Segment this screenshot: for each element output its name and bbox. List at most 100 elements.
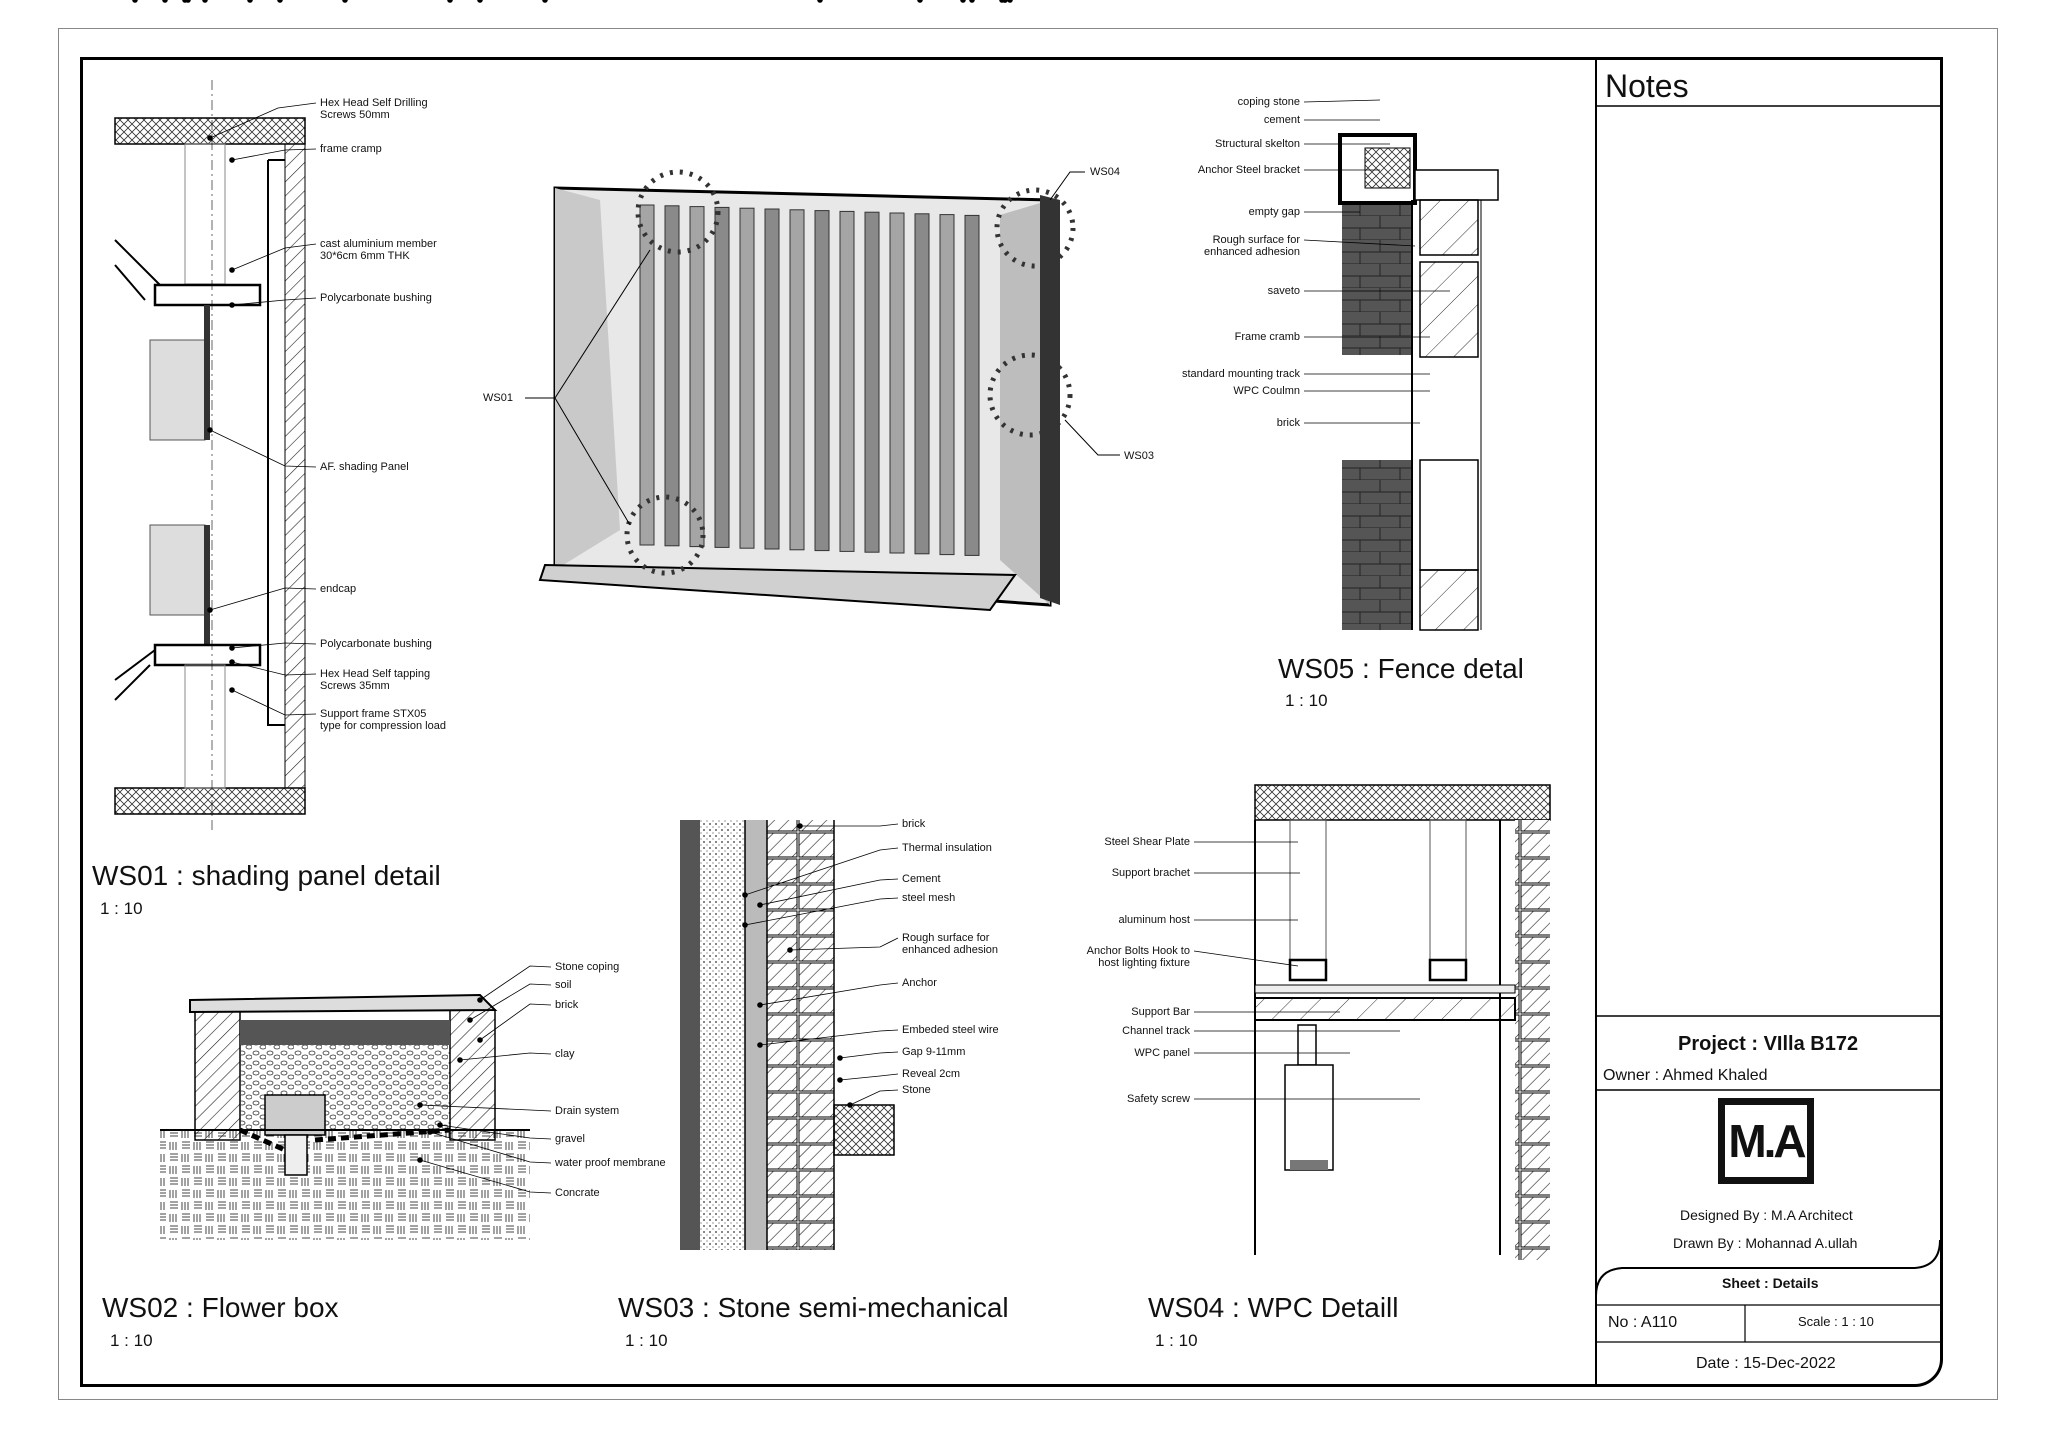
ws01-label: frame cramp [320, 143, 382, 155]
ws03-label: Stone [902, 1084, 931, 1096]
leader-lines [132, 0, 1450, 1194]
ws01-title: WS01 : shading panel detail [92, 860, 441, 891]
ws05-label: Anchor Steel bracket [1197, 164, 1300, 176]
leader-dot [447, 0, 453, 3]
ws04-label: aluminum host [1118, 914, 1190, 926]
ws02-flower-box-drawing [160, 993, 530, 1240]
louvre-blade [664, 205, 680, 547]
louvre-blade [839, 210, 855, 552]
leader-dot [757, 1002, 763, 1008]
leader-line [231, 243, 317, 271]
leader-dot [247, 0, 253, 3]
ws05-label: Frame cramb [1234, 331, 1300, 343]
sheet-number: No : A110 [1608, 1314, 1678, 1331]
leader-dot [787, 947, 793, 953]
louvre-blade [964, 214, 980, 556]
ws01-label: endcap [320, 583, 357, 595]
ws03-scale: 1 : 10 [625, 1331, 668, 1350]
leader-dot [207, 607, 213, 613]
owner-name: Owner : Ahmed Khaled [1603, 1067, 1768, 1084]
ws01-scale: 1 : 10 [100, 899, 143, 918]
leader-dot [477, 0, 483, 3]
louvre-blade [689, 206, 705, 548]
drawing-frame [80, 57, 1943, 1387]
leader-line [789, 937, 899, 951]
leader-line [744, 897, 899, 926]
ws05-label: saveto [1267, 285, 1300, 297]
ws03-title: WS03 : Stone semi-mechanical [618, 1292, 1009, 1323]
leader-line [231, 689, 317, 716]
ws01-section-drawing [114, 80, 306, 830]
leader-dot [797, 823, 803, 829]
ws04-scale: 1 : 10 [1155, 1331, 1198, 1350]
drawn-by: Drawn By : Mohannad A.ullah [1673, 1235, 1858, 1251]
leader-line [419, 1104, 552, 1112]
leader-dot [132, 0, 138, 3]
leader-dot [742, 922, 748, 928]
ws02-label: Stone coping [555, 961, 620, 973]
louvre-blade [764, 208, 780, 550]
ws01-label: Hex Head Self Drilling Screws 50mm [320, 97, 428, 121]
leader-dot [847, 1102, 853, 1108]
ws05-label: cement [1263, 114, 1300, 126]
leader-line [839, 1073, 899, 1081]
leader-dot [477, 1037, 483, 1043]
ws04-label: Support Bar [1131, 1006, 1190, 1018]
leader-line [231, 148, 317, 161]
leader-line [469, 983, 552, 1021]
ws03-label: Gap 9-11mm [902, 1046, 966, 1058]
leader-dot [457, 1057, 463, 1063]
project-name: Project : VIlla B172 [1678, 1033, 1859, 1055]
ws05-label: coping stone [1237, 96, 1300, 108]
leader-dot [229, 157, 235, 163]
leader-line [1193, 950, 1299, 967]
ws02-label: soil [555, 979, 572, 991]
sheet-outer-border [58, 28, 1998, 1400]
notes-title: Notes [1605, 68, 1689, 104]
leader-dot [477, 997, 483, 1003]
leader-line [429, 1131, 552, 1164]
leader-dot [1002, 0, 1008, 3]
leader-line [209, 429, 317, 468]
ws03-label: steel mesh [902, 892, 956, 904]
ws04-title: WS04 : WPC Detaill [1148, 1292, 1399, 1323]
leader-dot [229, 659, 235, 665]
leader-dot [757, 1042, 763, 1048]
leader-dot [837, 1077, 843, 1083]
ws05-label: brick [1276, 417, 1300, 429]
leader-line [459, 1052, 552, 1061]
ws03-label: Thermal insulation [902, 842, 992, 854]
leader-dot [342, 0, 348, 3]
iso-label: WS04 [1090, 166, 1120, 178]
louvre-blade [864, 211, 880, 553]
ws02-scale: 1 : 10 [110, 1331, 153, 1350]
leader-line [849, 1089, 899, 1106]
ws03-label: Cement [902, 873, 941, 885]
leader-line [209, 102, 317, 139]
leader-dot [207, 427, 213, 433]
leader-line [744, 847, 899, 896]
ws04-label: WPC panel [1134, 1047, 1190, 1059]
ws05-label: Rough surface for enhanced adhesion [1203, 234, 1300, 258]
ws05-fence-drawing [1338, 133, 1499, 631]
ws02-label: gravel [555, 1133, 585, 1145]
louvre-blade [914, 213, 930, 555]
leader-dot [229, 645, 235, 651]
leader-dot [817, 0, 823, 3]
louvre-blade [714, 206, 730, 548]
ws05-label: Structural skelton [1215, 138, 1300, 150]
leader-dot [427, 1129, 433, 1135]
leader-dot [969, 0, 975, 3]
designed-by: Designed By : M.A Architect [1680, 1207, 1853, 1223]
sheet-scale: Scale : 1 : 10 [1798, 1314, 1874, 1329]
ws04-label: Channel track [1122, 1025, 1190, 1037]
ws04-wpc-drawing [1254, 784, 1551, 1260]
ws05-label: standard mounting track [1181, 368, 1300, 380]
louvre-blade [814, 210, 830, 552]
leader-dot [917, 0, 923, 3]
leader-line [1303, 239, 1416, 247]
ws02-label: brick [555, 999, 579, 1011]
leader-line [800, 823, 899, 827]
iso-label: WS01 [483, 392, 513, 404]
ws02-label: water proof membrane [555, 1157, 666, 1169]
